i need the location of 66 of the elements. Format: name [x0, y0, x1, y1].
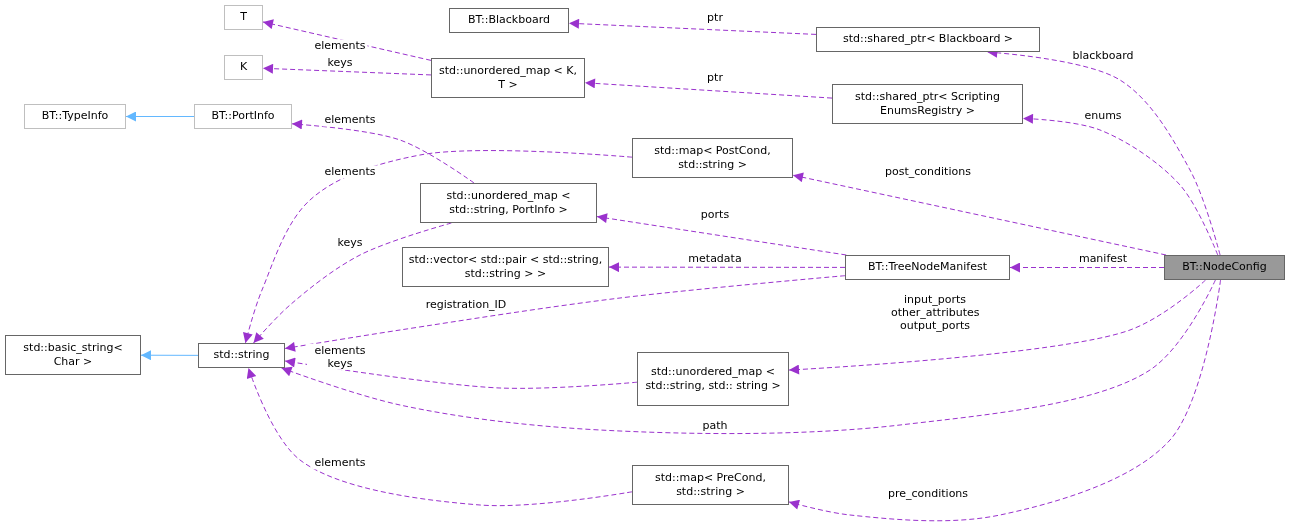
class-name: std::unordered_map < K, T > [437, 63, 579, 93]
arrow [608, 262, 846, 273]
arrow [1022, 113, 1219, 256]
class-name: K [239, 60, 248, 75]
class-box [632, 138, 793, 178]
class-name: BT::TypeInfo [41, 109, 109, 124]
arrow [281, 279, 1216, 435]
class-name: BT::PortInfo [211, 109, 275, 124]
class-name: std::shared_ptr< Scripting EnumsRegistry > [854, 89, 1001, 119]
class-box [431, 58, 585, 98]
class-box [224, 5, 263, 30]
edge-label: elements [322, 113, 378, 127]
class-box [198, 343, 285, 368]
class-box [420, 183, 597, 223]
class-box [24, 104, 126, 129]
class-name: BT::Blackboard [468, 13, 550, 28]
class-box [632, 465, 789, 505]
class-box [816, 27, 1040, 52]
class-box [845, 255, 1010, 280]
class-box [449, 8, 569, 33]
edge-label: ptr [705, 11, 725, 25]
class-name: T [240, 10, 247, 25]
arrow [291, 119, 475, 184]
edge-label: keys [335, 236, 365, 250]
edge-label: elements [322, 165, 378, 179]
class-box [194, 104, 292, 129]
arrow [584, 78, 833, 99]
class-box [832, 84, 1023, 124]
edge-label: ports [698, 208, 732, 222]
arrow [125, 111, 195, 122]
class-name: std::map< PostCond, std::string > [653, 143, 772, 173]
arrow [262, 19, 432, 61]
edge-label: blackboard [1070, 49, 1136, 63]
class-box [5, 335, 141, 375]
arrow [788, 279, 1222, 522]
arrow [243, 150, 633, 344]
arrow [568, 18, 817, 35]
edge-label: path [700, 419, 730, 433]
arrow [262, 63, 432, 76]
class-box [637, 352, 789, 406]
arrow [140, 350, 199, 361]
class-name: std::basic_string< Char > [22, 340, 124, 370]
edge-label: input_ports other_attributes output_ports [889, 293, 981, 333]
edge-label: elements [312, 456, 368, 470]
arrow [284, 357, 638, 389]
arrow [596, 213, 847, 256]
arrow [246, 367, 633, 507]
class-name: std::shared_ptr< Blackboard > [842, 32, 1014, 47]
arrow [792, 172, 1167, 256]
class-name: std::vector< std::pair < std::string, std::string > > [407, 252, 604, 282]
class-box [224, 55, 263, 80]
arrow [788, 279, 1207, 375]
class-name: std::unordered_map < std::string, PortInfo > [445, 188, 572, 218]
edge-label: ptr [705, 71, 725, 85]
arrow [284, 275, 846, 352]
edge-label: post_conditions [883, 165, 973, 179]
class-box [1164, 255, 1285, 280]
edge-label: keys [325, 56, 355, 70]
class-name: BT::NodeConfig [1182, 260, 1267, 275]
edge-label: registration_ID [423, 298, 509, 312]
arrow [253, 222, 452, 344]
class-name: std::string [213, 348, 270, 363]
class-name: std::unordered_map < std::string, std:: string > [644, 364, 782, 394]
class-name: BT::TreeNodeManifest [867, 260, 987, 275]
class-name: std::map< PreCond, std::string > [654, 470, 767, 500]
arrow [1009, 262, 1165, 273]
